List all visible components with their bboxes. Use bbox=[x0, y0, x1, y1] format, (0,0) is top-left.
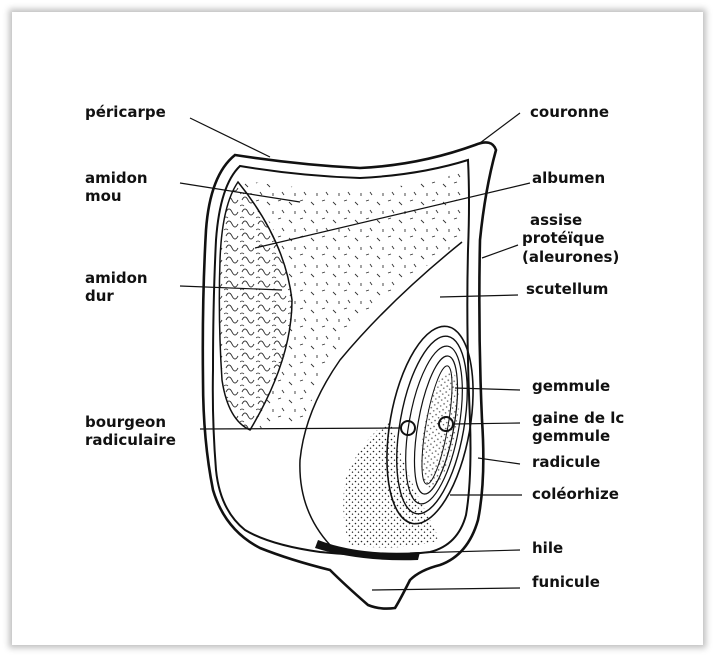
label-coleorhize: coléorhize bbox=[532, 486, 619, 502]
label-amidon-dur-line2: dur bbox=[85, 288, 114, 304]
label-assise-line3: (aleurones) bbox=[522, 249, 619, 265]
label-gaine-line1: gaine de lc bbox=[532, 410, 624, 426]
label-assise-line2: protéïque bbox=[522, 230, 605, 246]
label-gaine-line2: gemmule bbox=[532, 428, 610, 444]
label-gemmule: gemmule bbox=[532, 378, 610, 394]
label-radicule: radicule bbox=[532, 454, 600, 470]
label-amidon-mou-line1: amidon bbox=[85, 170, 148, 186]
label-pericarpe: péricarpe bbox=[85, 104, 166, 120]
label-albumen: albumen bbox=[532, 170, 605, 186]
label-assise-line1: assise bbox=[530, 212, 582, 228]
label-hile: hile bbox=[532, 540, 563, 556]
label-scutellum: scutellum bbox=[526, 281, 608, 297]
label-amidon-dur-line1: amidon bbox=[85, 270, 148, 286]
label-funicule: funicule bbox=[532, 574, 600, 590]
label-amidon-mou-line2: mou bbox=[85, 188, 122, 204]
label-bourgeon-line1: bourgeon bbox=[85, 414, 166, 430]
label-bourgeon-line2: radiculaire bbox=[85, 432, 176, 448]
label-couronne: couronne bbox=[530, 104, 609, 120]
